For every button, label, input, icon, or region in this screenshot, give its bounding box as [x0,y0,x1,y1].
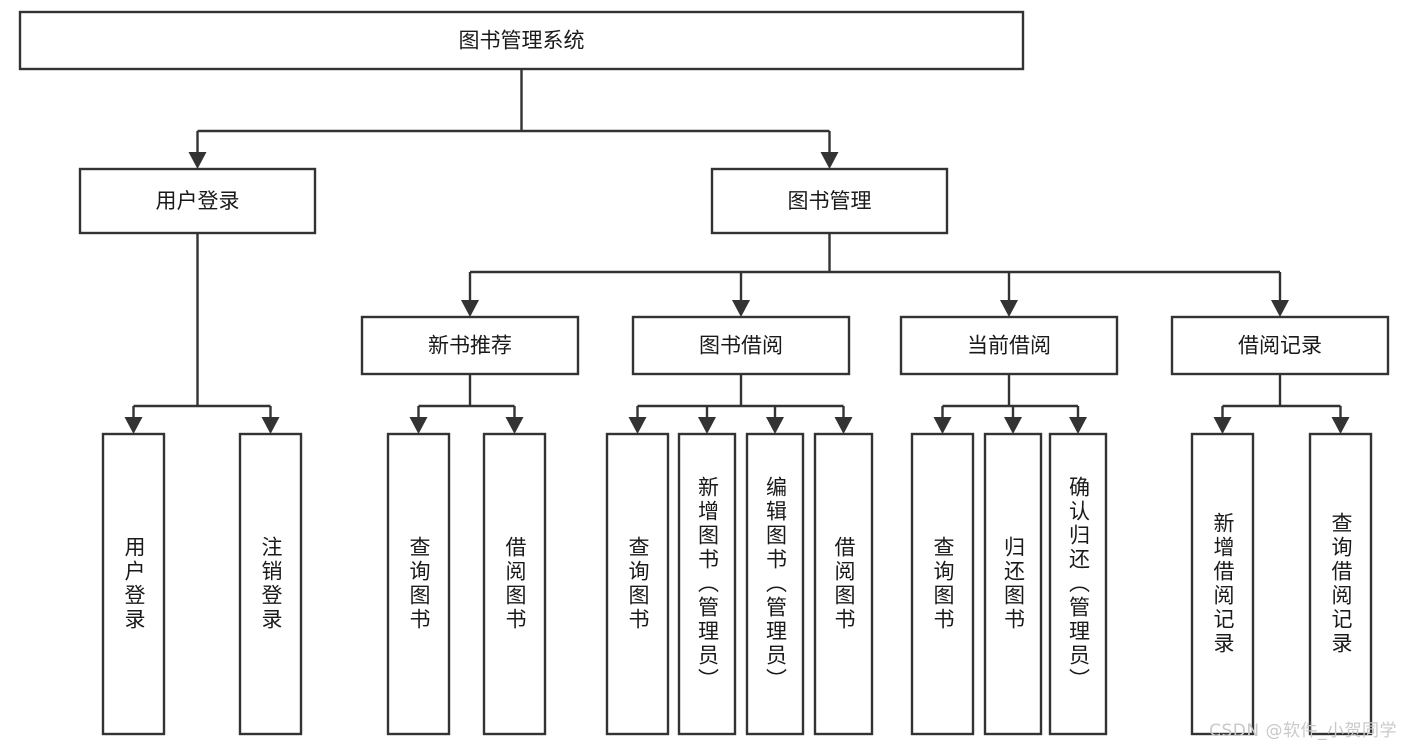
node-leaf-logout-login[interactable] [238,432,303,736]
node-leaf-user-login[interactable] [101,432,166,736]
csdn-watermark: CSDN @软件_小贺同学 [1209,721,1397,741]
arrow-head-icon [1004,417,1022,434]
arrow-head-icon [261,417,280,434]
node-box-leaf-user-login[interactable] [101,432,166,736]
arrow-head-icon [1213,417,1232,434]
node-box-leaf-query-book-rec[interactable] [386,432,451,736]
node-current-borrow[interactable]: 当前借阅 [899,315,1119,376]
node-box-leaf-query-book-current[interactable] [910,432,975,736]
node-label-borrow-record: 借阅记录 [1238,334,1322,358]
arrow-head-icon [461,300,479,317]
node-leaf-borrow-book-rec[interactable] [482,432,547,736]
node-book-management[interactable]: 图书管理 [710,167,949,235]
node-box-book-borrow[interactable] [631,315,851,376]
arrow-head-icon [732,300,750,317]
arrow-head-icon [820,152,839,169]
node-label-root: 图书管理系统 [459,29,585,53]
node-box-root[interactable] [18,10,1025,71]
node-leaf-add-borrow-record[interactable] [1190,432,1255,736]
node-leaf-return-book[interactable] [983,432,1043,736]
arrow-head-icon [1069,417,1087,434]
node-box-leaf-query-book-borrow[interactable] [605,432,670,736]
node-box-leaf-edit-book-admin[interactable] [745,432,805,736]
node-label-book-borrow: 图书借阅 [699,334,783,358]
node-label-current-borrow: 当前借阅 [967,334,1051,358]
node-box-current-borrow[interactable] [899,315,1119,376]
node-new-book-recommend[interactable]: 新书推荐 [360,315,580,376]
node-box-leaf-add-book-admin[interactable] [677,432,737,736]
node-box-book-management[interactable] [710,167,949,235]
node-leaf-query-book-borrow[interactable] [605,432,670,736]
arrow-head-icon [698,417,716,434]
arrow-head-icon [124,417,143,434]
node-borrow-record[interactable]: 借阅记录 [1170,315,1390,376]
arrow-head-icon [188,152,207,169]
node-leaf-borrow-book[interactable] [813,432,874,736]
node-box-user-login[interactable] [78,167,317,235]
node-label-user-login: 用户登录 [156,189,240,213]
node-box-leaf-borrow-book-rec[interactable] [482,432,547,736]
node-label-new-book-recommend: 新书推荐 [428,334,512,358]
arrow-head-icon [766,417,784,434]
node-leaf-confirm-return-admin[interactable] [1048,432,1108,736]
arrow-head-icon [628,417,647,434]
arrow-head-icon [834,417,853,434]
arrow-head-icon [505,417,524,434]
arrow-head-icon [1331,417,1350,434]
arrow-head-icon [409,417,428,434]
node-box-leaf-add-borrow-record[interactable] [1190,432,1255,736]
node-label-book-management: 图书管理 [788,189,872,213]
node-box-leaf-confirm-return-admin[interactable] [1048,432,1108,736]
node-leaf-query-borrow-record[interactable] [1308,432,1373,736]
node-leaf-add-book-admin[interactable] [677,432,737,736]
node-user-login[interactable]: 用户登录 [78,167,317,235]
node-leaf-query-book-rec[interactable] [386,432,451,736]
node-box-leaf-query-borrow-record[interactable] [1308,432,1373,736]
arrow-head-icon [1271,300,1289,317]
node-box-leaf-logout-login[interactable] [238,432,303,736]
node-root[interactable]: 图书管理系统 [18,10,1025,71]
arrow-head-icon [1000,300,1018,317]
node-book-borrow[interactable]: 图书借阅 [631,315,851,376]
arrow-head-icon [933,417,952,434]
node-box-leaf-return-book[interactable] [983,432,1043,736]
node-box-borrow-record[interactable] [1170,315,1390,376]
node-leaf-query-book-current[interactable] [910,432,975,736]
node-box-leaf-borrow-book[interactable] [813,432,874,736]
node-leaf-edit-book-admin[interactable] [745,432,805,736]
node-box-new-book-recommend[interactable] [360,315,580,376]
